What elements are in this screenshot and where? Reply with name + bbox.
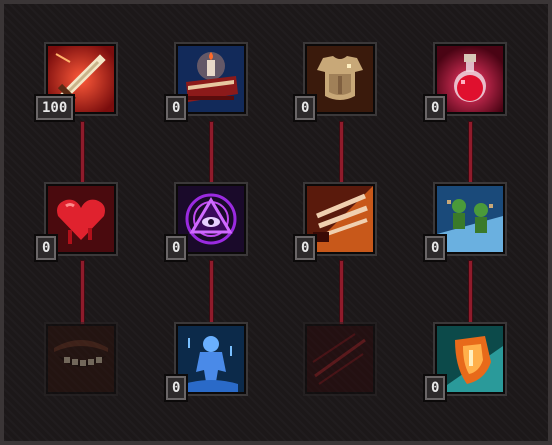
goblin-pair-icon (437, 186, 503, 252)
node-frame (303, 42, 377, 116)
skill-node-water-spirit[interactable]: 0 (163, 322, 248, 402)
node-frame (433, 322, 507, 396)
connector (81, 122, 84, 184)
skill-node-bleeding-heart[interactable]: 0 (33, 182, 118, 262)
node-frame (433, 42, 507, 116)
chest-armor-icon (307, 46, 373, 112)
connector (469, 261, 472, 324)
all-seeing-eye-icon (178, 186, 244, 252)
node-frame (44, 322, 118, 396)
node-frame (174, 182, 248, 256)
claw-slash-icon (307, 186, 373, 252)
rank-counter: 0 (292, 234, 318, 262)
skill-node-slash-streak[interactable] (303, 322, 377, 396)
rank-counter: 0 (163, 234, 189, 262)
bleeding-heart-icon (48, 186, 114, 252)
rank-counter: 0 (422, 374, 448, 402)
rank-counter: 0 (292, 94, 318, 122)
rank-counter: 0 (422, 94, 448, 122)
skill-node-grinning-mouth[interactable] (44, 322, 118, 396)
rank-counter: 0 (33, 234, 59, 262)
rank-counter: 0 (163, 374, 189, 402)
skill-node-all-seeing-eye[interactable]: 0 (163, 182, 248, 262)
skill-node-sword[interactable]: 100 (33, 42, 118, 122)
rank-counter: 0 (422, 234, 448, 262)
node-frame (174, 42, 248, 116)
connector (210, 122, 213, 184)
connector (469, 122, 472, 184)
connector (340, 261, 343, 324)
skill-node-goblin-pair[interactable]: 0 (422, 182, 507, 262)
connector (340, 122, 343, 184)
skill-node-claw-slash[interactable]: 0 (292, 182, 377, 262)
rank-counter: 0 (163, 94, 189, 122)
skill-node-spellbook[interactable]: 0 (163, 42, 248, 122)
node-frame (44, 182, 118, 256)
connector (81, 261, 84, 324)
slash-streak-icon (307, 326, 373, 392)
red-potion-icon (437, 46, 503, 112)
skill-node-red-potion[interactable]: 0 (422, 42, 507, 122)
node-frame (303, 182, 377, 256)
rank-counter: 100 (33, 94, 76, 122)
spellbook-candle-icon (178, 46, 244, 112)
node-frame (303, 322, 377, 396)
water-spirit-icon (178, 326, 244, 392)
skill-node-flame-shield[interactable]: 0 (422, 322, 507, 402)
flame-shield-icon (437, 326, 503, 392)
node-frame (433, 182, 507, 256)
grinning-mouth-icon (48, 326, 114, 392)
node-frame (174, 322, 248, 396)
connector (210, 261, 213, 324)
skill-node-chest-armor[interactable]: 0 (292, 42, 377, 122)
